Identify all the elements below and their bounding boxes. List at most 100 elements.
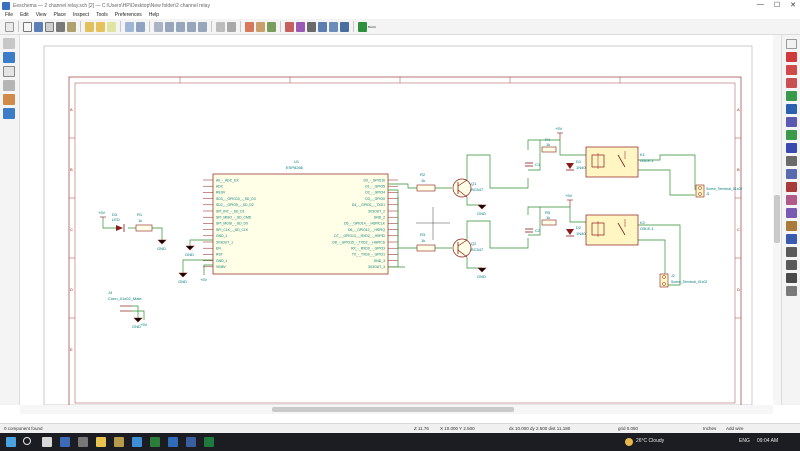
pcb-editor-icon[interactable] bbox=[358, 21, 367, 32]
undo-icon[interactable] bbox=[96, 21, 105, 32]
vertical-scroll-thumb[interactable] bbox=[774, 195, 780, 243]
schematic-drawing[interactable]: A B C D E A B C D U1 ESP8266 A0_-_ADC_EX… bbox=[20, 35, 773, 405]
menu-inspect[interactable]: Inspect bbox=[72, 12, 90, 18]
refresh-icon[interactable] bbox=[154, 21, 163, 32]
menu-help[interactable]: Help bbox=[148, 12, 160, 18]
simulator-icon[interactable] bbox=[340, 21, 349, 32]
schematic-canvas[interactable]: A B C D E A B C D U1 ESP8266 A0_-_ADC_EX… bbox=[20, 35, 773, 405]
maximize-button[interactable]: ☐ bbox=[773, 2, 781, 9]
units-inch-icon[interactable] bbox=[3, 52, 15, 63]
diode-d2[interactable]: D2 1N4007 bbox=[566, 225, 591, 237]
resistor-r1[interactable]: R1 1k bbox=[135, 212, 153, 232]
new-sheet-icon[interactable] bbox=[23, 21, 32, 32]
add-power-icon[interactable] bbox=[786, 78, 797, 88]
delete-icon[interactable] bbox=[786, 286, 797, 296]
bom-icon[interactable] bbox=[318, 21, 327, 32]
minimize-button[interactable]: — bbox=[756, 1, 764, 8]
menu-edit[interactable]: Edit bbox=[20, 12, 29, 18]
power-5v-2[interactable]: +5V bbox=[565, 193, 573, 207]
transistor-q1[interactable]: Q1 BC547 bbox=[452, 178, 484, 198]
add-wire-icon[interactable] bbox=[786, 91, 797, 101]
eeschema-task-icon[interactable] bbox=[204, 437, 214, 447]
vertical-scrollbar[interactable] bbox=[773, 35, 781, 405]
symbol-browser-icon[interactable] bbox=[256, 21, 265, 32]
store-icon[interactable] bbox=[132, 437, 142, 447]
weather-text[interactable]: 26°C Cloudy bbox=[636, 438, 665, 444]
menu-file[interactable]: File bbox=[5, 12, 14, 18]
relay-k2[interactable]: K2 G5LE-1 bbox=[585, 214, 655, 246]
junction-icon[interactable] bbox=[786, 130, 797, 140]
task-view-icon[interactable] bbox=[42, 437, 52, 447]
zoom-out-icon[interactable] bbox=[176, 21, 185, 32]
add-image-icon[interactable] bbox=[786, 273, 797, 283]
zoom-selection-icon[interactable] bbox=[198, 21, 207, 32]
redo-icon[interactable] bbox=[107, 21, 116, 32]
bus-entry-icon[interactable] bbox=[786, 117, 797, 127]
power-5v-1[interactable]: +5V bbox=[555, 126, 563, 140]
assign-footprints-icon[interactable] bbox=[296, 21, 305, 32]
save-icon[interactable] bbox=[34, 21, 43, 32]
resistor-r3[interactable]: R3 1k bbox=[416, 232, 436, 252]
edge-icon[interactable] bbox=[60, 437, 70, 447]
schematic-setup-icon[interactable] bbox=[5, 21, 14, 32]
add-rectangle-icon[interactable] bbox=[786, 247, 797, 257]
screw-terminal-j2[interactable]: J2 Screw_Terminal_01x02 bbox=[659, 273, 707, 288]
search-icon[interactable] bbox=[23, 437, 31, 445]
plot-icon[interactable] bbox=[67, 21, 76, 32]
grid-icon[interactable] bbox=[3, 38, 15, 49]
capacitor-c1[interactable]: C1 bbox=[525, 162, 541, 167]
chat-icon[interactable] bbox=[78, 437, 88, 447]
cursor-icon[interactable] bbox=[3, 80, 15, 91]
add-line-icon[interactable] bbox=[786, 234, 797, 244]
capacitor-c2[interactable]: C2 bbox=[525, 228, 541, 233]
clock[interactable]: 09:04 AM bbox=[757, 438, 779, 444]
annotate-icon[interactable] bbox=[267, 21, 276, 32]
global-label-icon[interactable] bbox=[786, 169, 797, 179]
menu-tools[interactable]: Tools bbox=[96, 12, 108, 18]
netlist-icon[interactable] bbox=[307, 21, 316, 32]
relay-k1[interactable]: K1 G5LE-1 bbox=[585, 146, 655, 178]
highlight-net-icon[interactable] bbox=[786, 52, 797, 62]
sheet-icon[interactable] bbox=[786, 195, 797, 205]
page-settings-icon[interactable] bbox=[45, 21, 54, 32]
word-icon[interactable] bbox=[168, 437, 178, 447]
no-connect-icon[interactable] bbox=[786, 143, 797, 153]
zoom-in-icon[interactable] bbox=[165, 21, 174, 32]
zoom-fit-icon[interactable] bbox=[187, 21, 196, 32]
hier-label-icon[interactable] bbox=[786, 182, 797, 192]
esp8266-module[interactable]: U1 ESP8266 A0_-_ADC_EXADCRESVSD3_-_GPIO1… bbox=[203, 159, 398, 275]
add-bus-icon[interactable] bbox=[786, 104, 797, 114]
transistor-q2[interactable]: Q2 BC547 bbox=[452, 238, 484, 258]
paste-icon[interactable] bbox=[85, 21, 94, 32]
close-button[interactable]: ✕ bbox=[790, 2, 796, 9]
menu-place[interactable]: Place bbox=[53, 12, 66, 18]
select-icon[interactable] bbox=[786, 39, 797, 49]
find-icon[interactable] bbox=[125, 21, 134, 32]
screw-terminal-j1[interactable]: Screw_Terminal_01x02 J1 bbox=[695, 184, 742, 198]
power-5v-led[interactable]: +5V bbox=[98, 210, 106, 218]
kicad-icon[interactable] bbox=[150, 437, 160, 447]
add-text-icon[interactable] bbox=[786, 260, 797, 270]
folder-icon[interactable] bbox=[114, 437, 124, 447]
import-sheet-pin-icon[interactable] bbox=[786, 208, 797, 218]
horizontal-scrollbar[interactable] bbox=[20, 405, 773, 414]
diode-d1[interactable]: D1 1N4007 bbox=[566, 159, 591, 171]
menu-preferences[interactable]: Preferences bbox=[114, 12, 142, 18]
symbol-editor-icon[interactable] bbox=[245, 21, 254, 32]
connector-j4[interactable]: J4 Conn_01x02_Male bbox=[108, 290, 142, 312]
start-icon[interactable] bbox=[6, 437, 16, 447]
sheet-pin-icon[interactable] bbox=[786, 221, 797, 231]
hidden-pins-icon[interactable] bbox=[3, 94, 15, 105]
language-indicator[interactable]: ENG bbox=[739, 438, 750, 444]
led-d3[interactable]: D3 LED bbox=[112, 212, 125, 232]
taskbar-app-icon[interactable] bbox=[186, 437, 196, 447]
net-label-icon[interactable] bbox=[786, 156, 797, 166]
units-mm-icon[interactable] bbox=[3, 66, 15, 77]
hierarchy-navigator-icon[interactable] bbox=[216, 21, 225, 32]
find-replace-icon[interactable] bbox=[136, 21, 145, 32]
back-annotate-label[interactable]: BACK bbox=[368, 24, 377, 29]
weather-icon[interactable] bbox=[625, 438, 633, 446]
erc-icon[interactable] bbox=[285, 21, 294, 32]
wire-angle-icon[interactable] bbox=[3, 108, 15, 119]
file-explorer-icon[interactable] bbox=[96, 437, 106, 447]
